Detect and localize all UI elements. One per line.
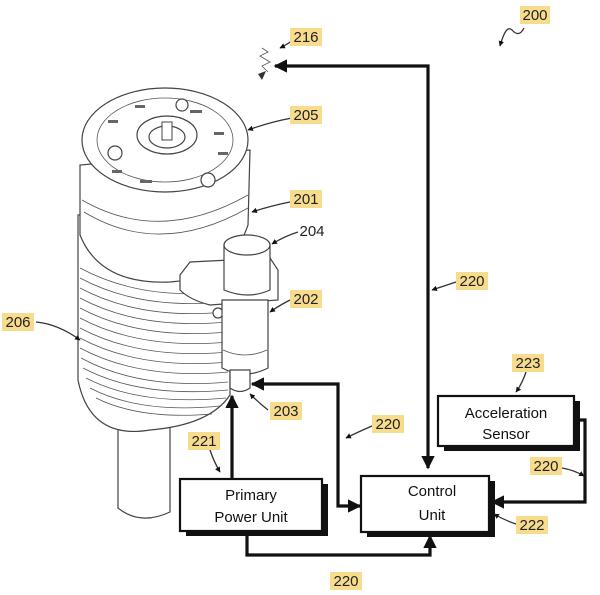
sensor-label-line2: Sensor <box>482 426 530 443</box>
ref-202: 202 <box>290 290 322 308</box>
ref-223: 223 <box>512 354 544 372</box>
sensor-216-head <box>258 71 266 80</box>
signal-lines <box>225 59 587 557</box>
ref-220-vertical: 220 <box>456 272 488 290</box>
ref-204: 204 <box>299 223 324 240</box>
svg-text:200: 200 <box>522 7 547 24</box>
acceleration-sensor-box: Acceleration Sensor <box>436 394 580 451</box>
valve-head <box>223 244 271 296</box>
svg-text:222: 222 <box>519 517 544 534</box>
bolt <box>200 172 216 188</box>
ref-220-bottom: 220 <box>330 572 362 590</box>
svg-text:204: 204 <box>299 223 324 240</box>
control-unit-label-line2: Unit <box>419 507 447 524</box>
ref-220-middle: 220 <box>372 415 404 433</box>
ref-216: 216 <box>290 28 322 46</box>
ref-205: 205 <box>290 106 322 124</box>
svg-text:220: 220 <box>459 273 484 290</box>
bolt <box>107 145 123 161</box>
sensor-label-line1: Acceleration <box>465 405 548 422</box>
line-216-control <box>273 59 435 470</box>
cap-slots <box>108 105 228 183</box>
ref-220-sensor: 220 <box>530 457 562 475</box>
svg-text:220: 220 <box>533 458 558 475</box>
line-sensor-control <box>490 418 587 509</box>
power-unit-label-line1: Primary <box>225 487 277 504</box>
svg-text:202: 202 <box>293 291 318 308</box>
ref-222: 222 <box>516 516 548 534</box>
svg-text:201: 201 <box>293 191 318 208</box>
sensor-216-symbol <box>259 47 271 73</box>
valve-body <box>221 299 269 375</box>
line-valve-control <box>250 377 362 513</box>
svg-text:220: 220 <box>333 573 358 590</box>
ref-203: 203 <box>270 402 302 420</box>
piston-rod <box>117 419 171 519</box>
svg-text:223: 223 <box>515 355 540 372</box>
air-spring-drawing <box>77 47 279 519</box>
svg-text:216: 216 <box>293 29 318 46</box>
ref-221: 221 <box>188 432 220 450</box>
valve-tip <box>229 369 251 393</box>
control-unit-box: Control Unit <box>359 474 495 537</box>
bolt <box>175 98 189 112</box>
leader-lines <box>35 27 585 525</box>
ref-206: 206 <box>2 313 34 331</box>
svg-text:206: 206 <box>5 314 30 331</box>
bellows-ribs <box>79 267 229 416</box>
control-unit-label-line1: Control <box>408 483 456 500</box>
ref-200: 200 <box>520 6 550 24</box>
ref-201: 201 <box>290 190 322 208</box>
svg-text:205: 205 <box>293 107 318 124</box>
svg-text:220: 220 <box>375 416 400 433</box>
line-power-control <box>245 534 437 557</box>
svg-text:203: 203 <box>273 403 298 420</box>
primary-power-unit-box: Primary Power Unit <box>178 477 328 536</box>
svg-text:221: 221 <box>191 433 216 450</box>
power-unit-label-line2: Power Unit <box>214 509 288 526</box>
